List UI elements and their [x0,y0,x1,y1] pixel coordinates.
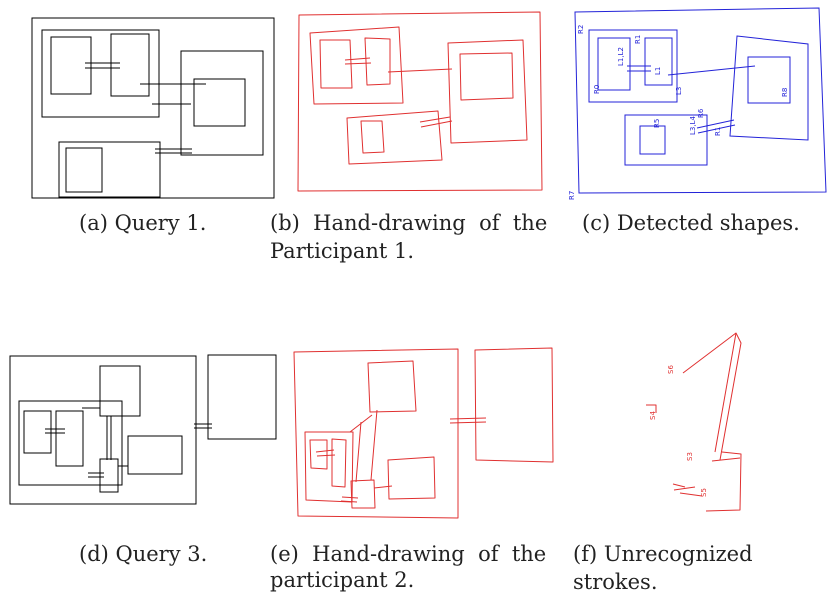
label-r6: R6 [697,108,705,118]
caption-d: (d) Query 3. [79,542,208,566]
caption-c: (c) Detected shapes. [582,211,800,235]
detected-shape-labels: R2 R1 L1,L2 R0 L1 L3 R6 R5 L3,L4 R8 R1 R… [568,25,789,200]
label-s5: S5 [700,488,708,497]
label-r7: R7 [568,191,576,200]
hand-drawing-participant-1 [297,11,543,192]
label-s6: S6 [667,365,675,374]
query-1-diagram [31,17,275,199]
detected-shapes [574,7,827,194]
caption-b-line2: Participant 1. [270,239,415,263]
label-r5: R5 [653,119,661,128]
label-r1: R1 [634,35,642,44]
label-l1l2: L1,L2 [617,47,625,66]
label-l1: L1 [654,67,662,75]
stroke-labels: S6 S4 S3 S5 [649,365,708,497]
label-l3: L3 [675,87,683,95]
label-r0: R0 [593,85,601,94]
caption-b-line1: (b) Hand-drawing of the [270,211,548,235]
caption-a: (a) Query 1. [79,211,207,235]
label-l3l4: L3,L4 [689,116,697,135]
caption-e-line2: participant 2. [270,568,415,592]
unrecognized-strokes [646,332,742,512]
label-s4: S4 [649,411,657,420]
caption-e-line1: (e) Hand-drawing of the [270,542,547,566]
hand-drawing-participant-2 [293,347,554,519]
label-r2: R2 [577,25,585,34]
label-r1b: R1 [714,127,722,136]
label-s3: S3 [686,452,694,461]
label-r8: R8 [781,88,789,97]
caption-f: (f) Unrecognized strokes. [573,542,753,594]
query-3-diagram [9,354,277,505]
